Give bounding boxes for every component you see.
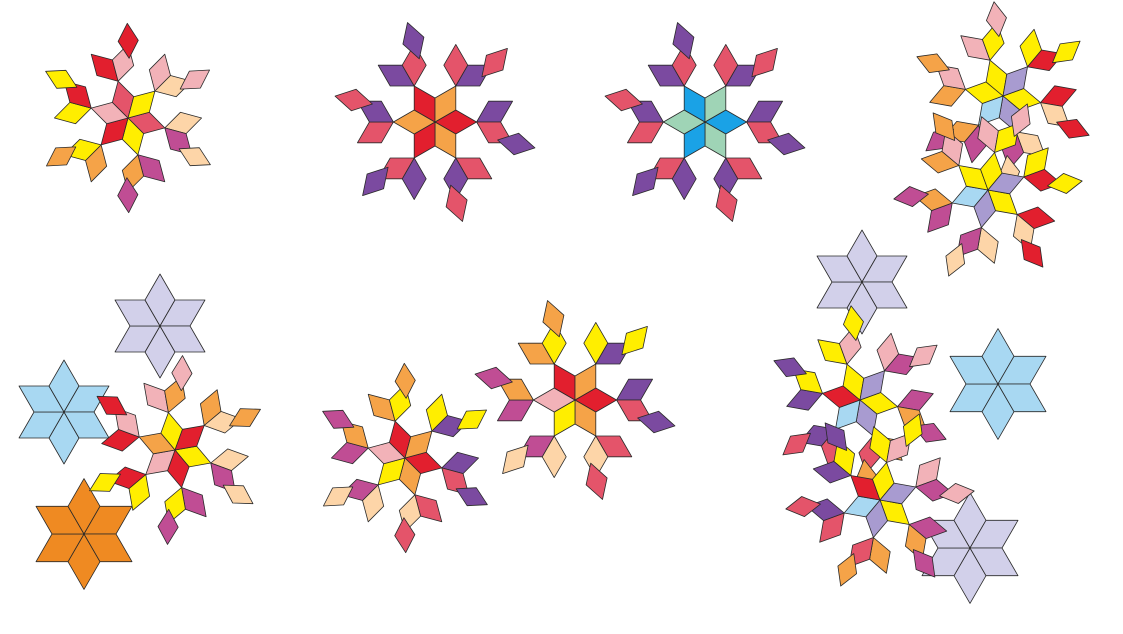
patch-4 bbox=[894, 2, 1089, 276]
arm-rhombus bbox=[1053, 41, 1081, 63]
arm-rhombus bbox=[403, 23, 424, 59]
arm-rhombus bbox=[622, 326, 648, 354]
ring-rhombus bbox=[182, 488, 207, 517]
arm-rhombus bbox=[838, 554, 857, 587]
arm-rhombus bbox=[179, 148, 210, 166]
ring-rhombus bbox=[617, 379, 653, 400]
patch-3 bbox=[605, 23, 805, 222]
arm-rhombus bbox=[913, 550, 935, 578]
arm-rhombus bbox=[783, 433, 811, 455]
arm-rhombus bbox=[752, 48, 778, 76]
arm-rhombus bbox=[543, 301, 564, 337]
ring-rhombus bbox=[747, 101, 783, 122]
arm-rhombus bbox=[323, 410, 354, 428]
arm-rhombus bbox=[97, 396, 127, 415]
arm-rhombus bbox=[482, 48, 508, 76]
arm-rhombus bbox=[716, 185, 737, 221]
ring-rhombus bbox=[477, 101, 513, 122]
arm-rhombus bbox=[503, 445, 528, 473]
arm-rhombus bbox=[456, 488, 487, 506]
patch-7 bbox=[774, 230, 1046, 603]
arm-rhombus bbox=[1021, 240, 1043, 268]
arm-rhombus bbox=[446, 185, 467, 221]
arm-rhombus bbox=[910, 345, 938, 367]
arm-rhombus bbox=[917, 54, 950, 73]
arm-rhombus bbox=[1057, 119, 1090, 138]
ring-rhombus bbox=[497, 400, 533, 421]
patch-2 bbox=[335, 23, 535, 222]
arm-rhombus bbox=[586, 463, 607, 499]
arm-rhombus bbox=[774, 358, 807, 377]
arm-rhombus bbox=[363, 167, 389, 195]
arm-rhombus bbox=[633, 167, 659, 195]
patch-5 bbox=[19, 274, 261, 589]
patch-1 bbox=[46, 23, 211, 212]
patch-6 bbox=[323, 301, 675, 553]
arm-rhombus bbox=[946, 244, 965, 277]
ring-rhombus bbox=[627, 122, 663, 143]
arm-rhombus bbox=[673, 23, 694, 59]
ring-rhombus bbox=[144, 383, 169, 412]
ring-rhombus bbox=[357, 122, 393, 143]
arm-rhombus bbox=[46, 70, 77, 88]
arm-rhombus bbox=[223, 485, 253, 504]
